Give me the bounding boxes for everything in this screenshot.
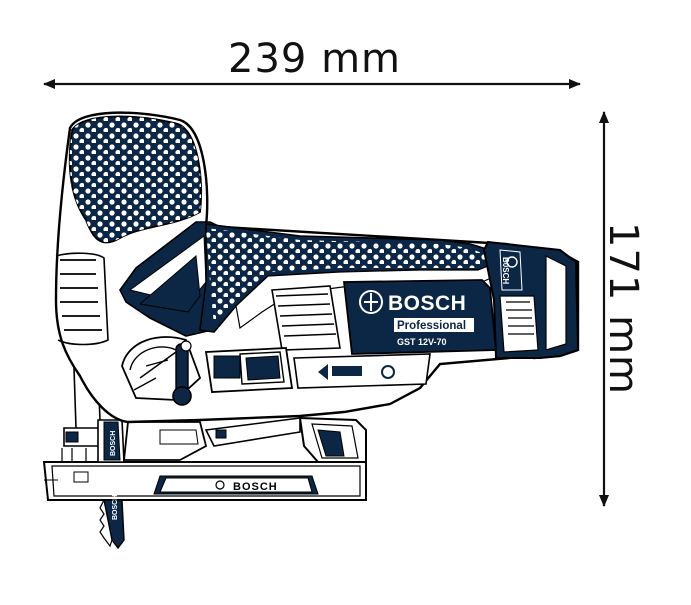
model-number-text: GST 12V-70: [397, 337, 447, 347]
battery-brand-text: B0SCH: [501, 257, 510, 284]
brand-name-text: BOSCH: [388, 292, 466, 315]
shoe-brand-text: BOSCH: [233, 481, 278, 493]
svg-text:BOSCH: BOSCH: [110, 431, 117, 456]
width-dimension-label: 239 mm: [228, 36, 401, 82]
orbital-dial[interactable]: [121, 336, 202, 406]
blade-guide: BOSCH: [61, 367, 208, 463]
saw-blade: BOSCH: [99, 495, 125, 550]
blade-brand-text: BOSCH: [112, 495, 119, 520]
battery-pack: B0SCH: [482, 240, 580, 359]
height-dimension-label: 171 mm: [600, 222, 646, 395]
lower-housing: [204, 347, 431, 393]
product-line-text: Professional: [397, 320, 466, 332]
base-plate: BOSCH: [42, 461, 367, 501]
rear-guard: [204, 416, 367, 463]
vent-slots: [55, 252, 341, 351]
brand-panel: BOSCH Professional GST 12V-70: [342, 279, 497, 355]
